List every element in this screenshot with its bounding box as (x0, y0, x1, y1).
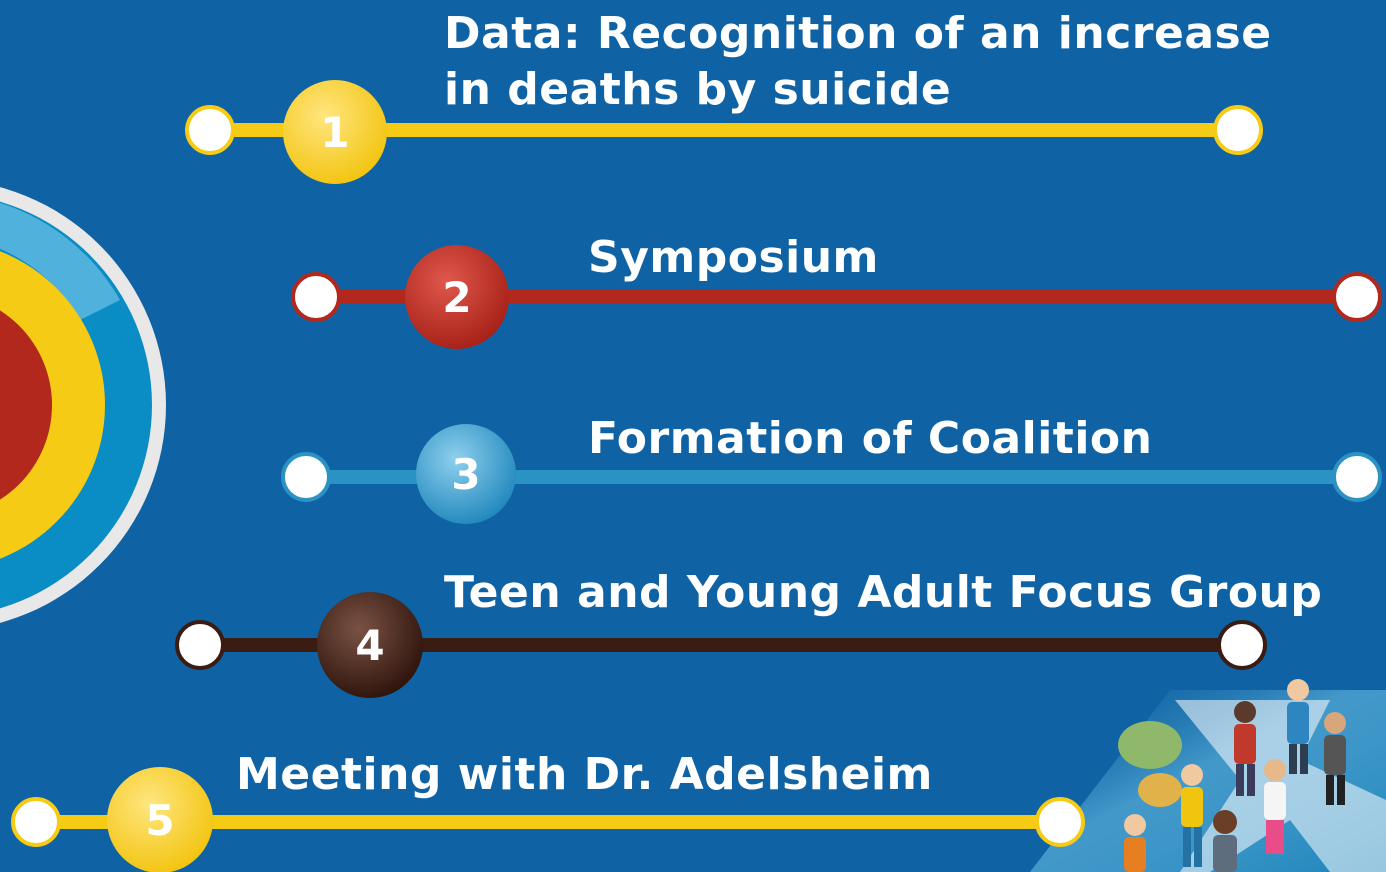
step-1-start-dot (185, 105, 235, 155)
step-2-number-badge (405, 245, 509, 349)
person-figure (1124, 814, 1146, 872)
step-2-start-dot (291, 272, 341, 322)
timeline-steps: 1 2 3 4 5 (11, 80, 1382, 872)
timeline-step-5: 5 (11, 767, 1085, 872)
person-figure (1324, 712, 1346, 805)
target-rings (0, 187, 166, 623)
person-figure (1264, 759, 1286, 854)
person-figure (1234, 701, 1256, 796)
step-5-number-badge (107, 767, 213, 872)
speech-bubble-icon (1118, 721, 1182, 769)
target-ring-yellow (0, 251, 105, 559)
timeline-step-1: 1 (185, 80, 1263, 184)
step-4-number: 4 (355, 621, 384, 670)
timeline-step-2: 2 (291, 245, 1382, 349)
step-2-line (316, 290, 1357, 304)
step-2-end-dot (1332, 272, 1382, 322)
step-3-start-dot (281, 452, 331, 502)
group-of-people-illustration (1030, 679, 1386, 872)
step-3-number-badge (416, 424, 516, 524)
step-1-label-line1: Data: Recognition of an increase (444, 8, 1272, 59)
step-1-label-line2: in deaths by suicide (444, 64, 952, 115)
target-ring-highlight (0, 202, 120, 320)
step-4-number-badge (317, 592, 423, 698)
step-4-line (200, 638, 1242, 652)
step-3-number: 3 (451, 450, 480, 499)
person-figure (1213, 810, 1237, 872)
step-5-end-dot (1035, 797, 1085, 847)
step-2-label: Symposium (588, 232, 879, 283)
target-ring-red (0, 310, 52, 500)
step-1-end-dot (1213, 105, 1263, 155)
step-4-end-dot (1217, 620, 1267, 670)
step-3-line (306, 470, 1357, 484)
step-2-number: 2 (442, 273, 471, 322)
timeline-step-4: 4 (175, 592, 1267, 698)
timeline-step-3: 3 (281, 424, 1382, 524)
person-figure (1287, 679, 1309, 774)
step-1-number-badge (283, 80, 387, 184)
step-5-start-dot (11, 797, 61, 847)
step-1-number: 1 (320, 108, 349, 157)
person-figure (1181, 764, 1203, 867)
step-4-start-dot (175, 620, 225, 670)
step-5-label: Meeting with Dr. Adelsheim (236, 749, 933, 800)
step-5-number: 5 (145, 796, 174, 845)
step-4-label: Teen and Young Adult Focus Group (444, 567, 1323, 618)
step-1-line (210, 123, 1238, 137)
step-3-label: Formation of Coalition (588, 413, 1153, 464)
step-3-end-dot (1332, 452, 1382, 502)
speech-bubble-icon-2 (1138, 773, 1182, 807)
step-5-line (36, 815, 1060, 829)
step-1-label: Data: Recognition of an increase in deat… (444, 6, 1272, 118)
